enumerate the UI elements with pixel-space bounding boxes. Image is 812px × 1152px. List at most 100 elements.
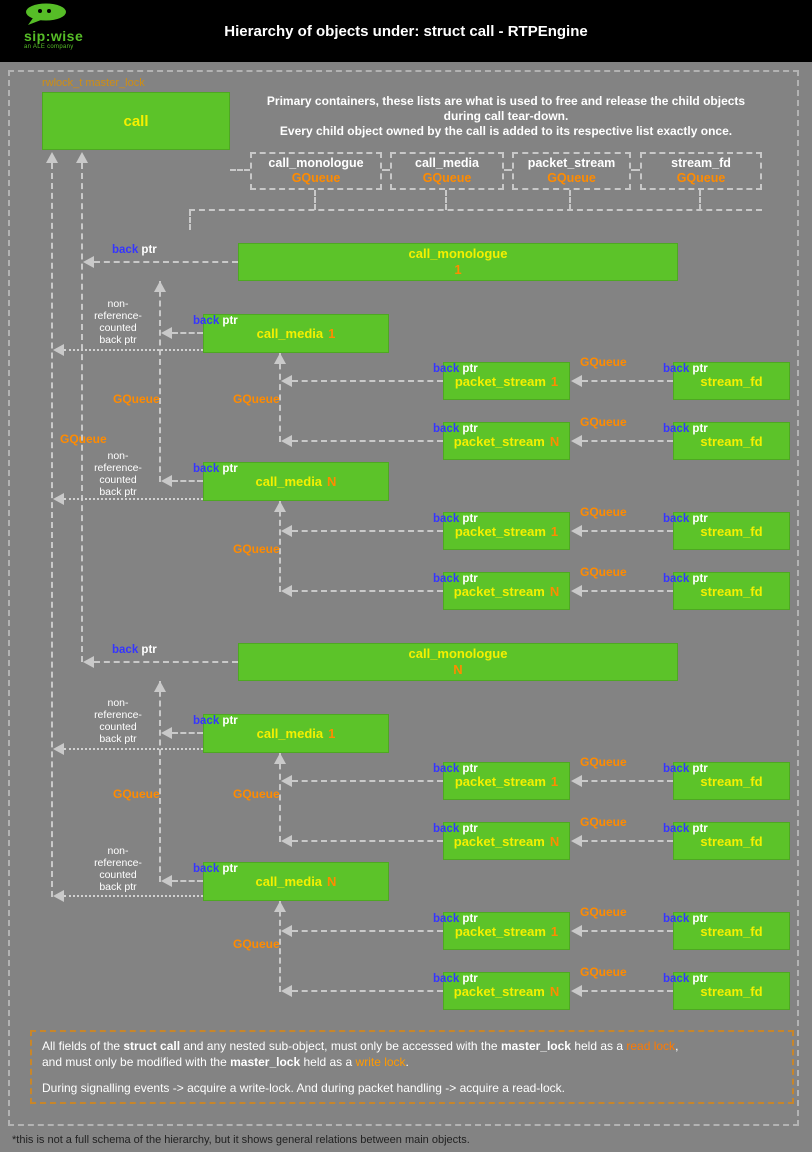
nonref-backptr-label: non- reference- counted back ptr: [86, 298, 150, 346]
nonref-line: back ptr: [99, 733, 137, 745]
dashed-line: [292, 840, 443, 842]
back-ptr-ptr: ptr: [141, 644, 157, 656]
nonref-line: counted: [99, 721, 137, 733]
call-monologue-bar-1: call_monologue 1: [238, 243, 678, 281]
dashed-line: [582, 440, 673, 442]
arrow-left-icon: [571, 585, 582, 597]
note-line-1: All fields of the struct call and any ne…: [42, 1038, 782, 1054]
back-ptr-ptr: ptr: [692, 763, 708, 775]
locking-note: All fields of the struct call and any ne…: [30, 1030, 794, 1104]
back-ptr-ptr: ptr: [222, 463, 238, 475]
logo-brand: sip:wise: [24, 28, 84, 44]
dashed-line: [172, 332, 203, 334]
gqueue-label: GQueue: [233, 542, 280, 556]
dashed-line: [172, 732, 203, 734]
back-ptr-label: back ptr: [433, 823, 478, 835]
call-box: call: [42, 92, 230, 150]
arrow-left-icon: [281, 835, 292, 847]
back-ptr-ptr: ptr: [462, 363, 478, 375]
back-ptr-label: back ptr: [663, 823, 708, 835]
node-index: N: [549, 983, 560, 999]
arrow-left-icon: [281, 435, 292, 447]
back-ptr-ptr: ptr: [462, 823, 478, 835]
note-text: held as a: [300, 1055, 356, 1069]
dashed-line: [631, 169, 640, 171]
back-ptr-ptr: ptr: [692, 913, 708, 925]
back-ptr-label: back ptr: [433, 513, 478, 525]
dashed-line: [172, 880, 203, 882]
container-box-packet-stream: packet_stream GQueue: [512, 152, 631, 190]
dashed-line: [292, 990, 443, 992]
container-type: GQueue: [422, 171, 472, 185]
dashed-line: [504, 169, 512, 171]
intro-line-3: Every child object owned by the call is …: [279, 124, 733, 138]
gqueue-label: GQueue: [580, 815, 627, 829]
node-label: stream_fd: [700, 583, 763, 599]
dashed-line: [699, 190, 701, 210]
arrow-left-icon: [53, 890, 64, 902]
dashed-line: [159, 681, 161, 882]
dashed-line: [382, 169, 390, 171]
stream-fd-box: stream_fd: [673, 972, 790, 1010]
arrow-left-icon: [571, 925, 582, 937]
back-ptr-label: back ptr: [663, 363, 708, 375]
back-ptr-back: back: [663, 913, 690, 925]
note-master-lock: master_lock: [500, 1039, 571, 1053]
dashed-line: [279, 753, 281, 842]
arrow-left-icon: [83, 656, 94, 668]
back-ptr-ptr: ptr: [692, 513, 708, 525]
header-bar: sip:wise an ALE company Hierarchy of obj…: [0, 0, 812, 62]
nonref-line: back ptr: [99, 881, 137, 893]
arrow-left-icon: [161, 727, 172, 739]
node-label: call_media: [255, 874, 323, 889]
arrow-up-icon: [154, 281, 166, 292]
back-ptr-ptr: ptr: [462, 913, 478, 925]
nonref-line: reference-: [94, 310, 142, 322]
back-ptr-ptr: ptr: [692, 573, 708, 585]
logo-tagline: an ALE company: [24, 44, 74, 50]
gqueue-label: GQueue: [233, 787, 280, 801]
gqueue-label: GQueue: [580, 565, 627, 579]
dashed-line: [445, 190, 447, 210]
back-ptr-ptr: ptr: [692, 363, 708, 375]
back-ptr-back: back: [193, 463, 220, 475]
arrow-up-icon: [46, 152, 58, 163]
node-index: 1: [454, 262, 462, 277]
dashed-line: [292, 440, 443, 442]
back-ptr-label: back ptr: [112, 644, 157, 656]
arrow-left-icon: [53, 493, 64, 505]
node-index: 1: [550, 773, 559, 789]
back-ptr-back: back: [663, 363, 690, 375]
node-label: packet_stream: [454, 523, 546, 539]
arrow-left-icon: [281, 775, 292, 787]
stream-fd-box: stream_fd: [673, 512, 790, 550]
container-name: stream_fd: [671, 156, 731, 170]
arrow-left-icon: [281, 985, 292, 997]
back-ptr-label: back ptr: [433, 913, 478, 925]
back-ptr-ptr: ptr: [141, 244, 157, 256]
nonref-backptr-label: non- reference- counted back ptr: [86, 697, 150, 745]
back-ptr-back: back: [433, 763, 460, 775]
back-ptr-back: back: [663, 573, 690, 585]
node-label: packet_stream: [453, 433, 545, 449]
note-line-3: During signalling events -> acquire a wr…: [42, 1081, 565, 1095]
note-text: All fields of the: [42, 1039, 124, 1053]
back-ptr-back: back: [663, 423, 690, 435]
stream-fd-box: stream_fd: [673, 822, 790, 860]
nonref-line: counted: [99, 869, 137, 881]
arrow-left-icon: [281, 585, 292, 597]
node-label: stream_fd: [700, 923, 763, 939]
stream-fd-box: stream_fd: [673, 362, 790, 400]
container-name: call_monologue: [268, 156, 364, 170]
back-ptr-label: back ptr: [193, 863, 238, 875]
arrow-left-icon: [161, 875, 172, 887]
back-ptr-label: back ptr: [663, 573, 708, 585]
container-type: GQueue: [676, 171, 726, 185]
dashed-line: [279, 353, 281, 442]
dashed-line: [582, 530, 673, 532]
container-name: call_media: [415, 156, 479, 170]
note-text: held as a: [570, 1039, 627, 1053]
back-ptr-ptr: ptr: [692, 823, 708, 835]
